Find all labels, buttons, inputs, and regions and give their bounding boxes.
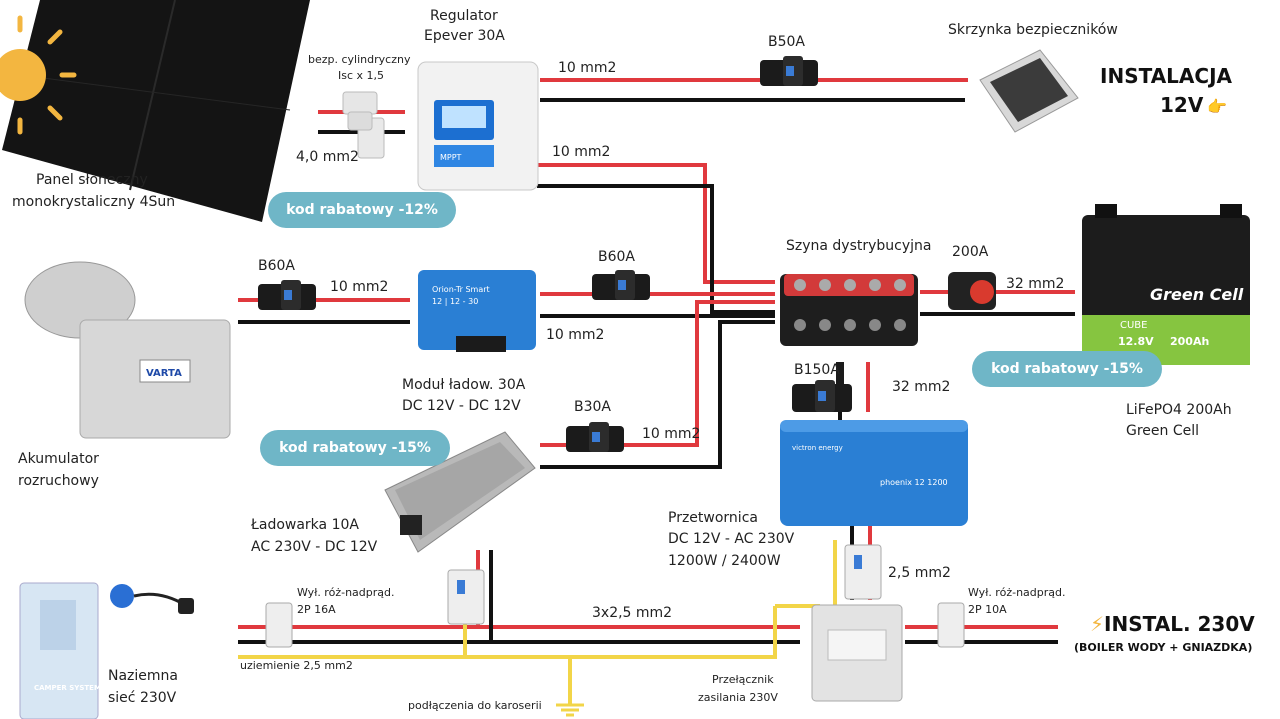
inverter-device: victron energy phoenix 12 1200 <box>780 420 968 526</box>
fuse-b30-label: B30A <box>574 399 611 415</box>
wire-ac-ground <box>238 606 777 659</box>
inverter-label-2: DC 12V - AC 230V <box>668 531 795 547</box>
fuse-b50 <box>760 56 818 86</box>
rcbo-inverter <box>844 544 882 600</box>
install-12v-title-b: 12V <box>1160 93 1204 117</box>
inverter-model-text: phoenix 12 1200 <box>880 478 948 487</box>
lightning-icon: ⚡ <box>1090 612 1105 636</box>
starter-battery: VARTA <box>24 261 231 439</box>
transfer-switch-label-1: Przełącznik <box>712 673 774 686</box>
rcbo-right-label-1: Wył. róż-nadprąd. <box>968 586 1066 599</box>
discount-badge-regulator[interactable]: kod rabatowy -12% <box>268 192 456 228</box>
fuse-box-label: Skrzynka bezpieczników <box>948 22 1118 38</box>
battery-cap-text: 200Ah <box>1170 335 1209 348</box>
lifepo-label-1: LiFePO4 200Ah <box>1126 402 1232 418</box>
battery-switch-200a <box>948 272 996 310</box>
wire-inv-label: 2,5 mm2 <box>888 565 951 581</box>
charger-label-2: AC 230V - DC 12V <box>251 539 378 555</box>
panel-label-1: Panel słoneczny <box>36 172 148 188</box>
rcbo-left <box>265 602 293 648</box>
panel-wire-label: 4,0 mm2 <box>296 149 359 165</box>
battery-cube-text: CUBE <box>1120 320 1147 331</box>
rcbo-left-label-1: Wył. róż-nadprąd. <box>297 586 395 599</box>
fuse-b60-right <box>592 270 650 300</box>
body-connection-label: podłączenia do karoserii <box>408 699 542 712</box>
inverter-label-3: 1200W / 2400W <box>668 553 781 569</box>
battery-volt-text: 12.8V <box>1118 335 1154 348</box>
battery-brand-text: Green Cell <box>1150 285 1244 304</box>
regulator-screen-text: MPPT <box>440 153 462 162</box>
transfer-switch-label-2: zasilania 230V <box>698 691 778 704</box>
starter-brand-text: VARTA <box>146 368 182 379</box>
install-12v-title-b-row: 12V👉 <box>1160 92 1260 120</box>
shore-brand-text: CAMPER SYSTEM <box>34 684 101 692</box>
ground-symbol <box>556 703 584 717</box>
dcdc-module-device: Orion-Tr Smart 12 | 12 - 30 <box>418 270 536 352</box>
switch-200a-label: 200A <box>952 244 989 260</box>
solar-panel <box>2 0 310 222</box>
sun-icon <box>0 15 77 135</box>
module-label-2: DC 12V - DC 12V <box>402 398 521 414</box>
wire-ac-label: 3x2,5 mm2 <box>592 605 673 621</box>
fuse-b60-right-label: B60A <box>598 249 635 265</box>
module-label-1: Moduł ładow. 30A <box>402 377 526 393</box>
starter-label-1: Akumulator <box>18 451 99 467</box>
grid-label-2: sieć 230V <box>108 690 177 706</box>
wire-dc-label: 10 mm2 <box>546 327 605 343</box>
fuse-b50-label: B50A <box>768 34 805 50</box>
wire-mid-label: 10 mm2 <box>552 144 611 160</box>
rcbo-right <box>937 602 965 648</box>
ground-label: uziemienie 2,5 mm2 <box>240 659 353 672</box>
wire-alt-label: 10 mm2 <box>330 279 389 295</box>
regulator-device: MPPT <box>417 61 539 191</box>
wire-chg-bus-negative <box>540 320 775 469</box>
lifepo4-battery: Green Cell CUBE 12.8V 200Ah <box>1082 204 1250 365</box>
fuse-b150-label: B150A <box>794 362 840 378</box>
busbar-device <box>780 274 918 346</box>
fuse-b60-left <box>258 280 316 310</box>
grid-label-1: Naziemna <box>108 668 178 684</box>
rcbo-left-label-2: 2P 16A <box>297 603 336 616</box>
wire-top-label: 10 mm2 <box>558 60 617 76</box>
wire-reg-bus-positive <box>537 163 775 284</box>
inverter-brand-text: victron energy <box>792 444 843 452</box>
wire-reg-bus-negative <box>537 184 775 314</box>
install-230v-title-row: ⚡INSTAL. 230V <box>1090 612 1255 636</box>
charger-device <box>384 431 536 553</box>
fuse-box-device <box>979 49 1079 133</box>
cylindrical-fuse <box>342 91 385 159</box>
install-230v-subtitle: (BOILER WODY + GNIAZDKA) <box>1074 641 1253 654</box>
inverter-label-1: Przetwornica <box>668 510 758 526</box>
starter-label-2: rozruchowy <box>18 473 99 489</box>
discount-badge-charger[interactable]: kod rabatowy -15% <box>260 430 450 466</box>
wire-charger-label: 10 mm2 <box>642 426 701 442</box>
regulator-label: Regulator <box>430 8 498 24</box>
discount-badge-battery[interactable]: kod rabatowy -15% <box>972 351 1162 387</box>
regulator-model-label: Epever 30A <box>424 28 505 44</box>
module-brand-text: Orion-Tr Smart <box>432 285 490 294</box>
wire-32a-label: 32 mm2 <box>1006 276 1065 292</box>
shore-power-box: CAMPER SYSTEM <box>19 582 101 719</box>
install-230v-title: INSTAL. 230V <box>1104 612 1255 636</box>
module-model-text: 12 | 12 - 30 <box>432 297 478 306</box>
install-12v-title-a: INSTALACJA <box>1100 64 1232 88</box>
panel-label-2: monokrystaliczny 4Sun <box>12 194 176 210</box>
busbar-label: Szyna dystrybucyjna <box>786 238 932 254</box>
lifepo-label-2: Green Cell <box>1126 423 1200 439</box>
cylindrical-fuse-label: bezp. cylindryczny <box>308 53 411 66</box>
fuse-b30 <box>566 422 624 452</box>
rcbo-charger <box>447 569 485 625</box>
fuse-b60-left-label: B60A <box>258 258 295 274</box>
rcbo-right-label-2: 2P 10A <box>968 603 1007 616</box>
wire-32b-label: 32 mm2 <box>892 379 951 395</box>
fuse-b150 <box>792 362 852 412</box>
charger-label-1: Ładowarka 10A <box>251 517 359 533</box>
transfer-switch-device <box>811 604 903 702</box>
pointing-hand-icon: 👉 <box>1207 97 1228 116</box>
shore-plug-cable <box>110 584 194 614</box>
isc-label: Isc x 1,5 <box>338 69 385 82</box>
